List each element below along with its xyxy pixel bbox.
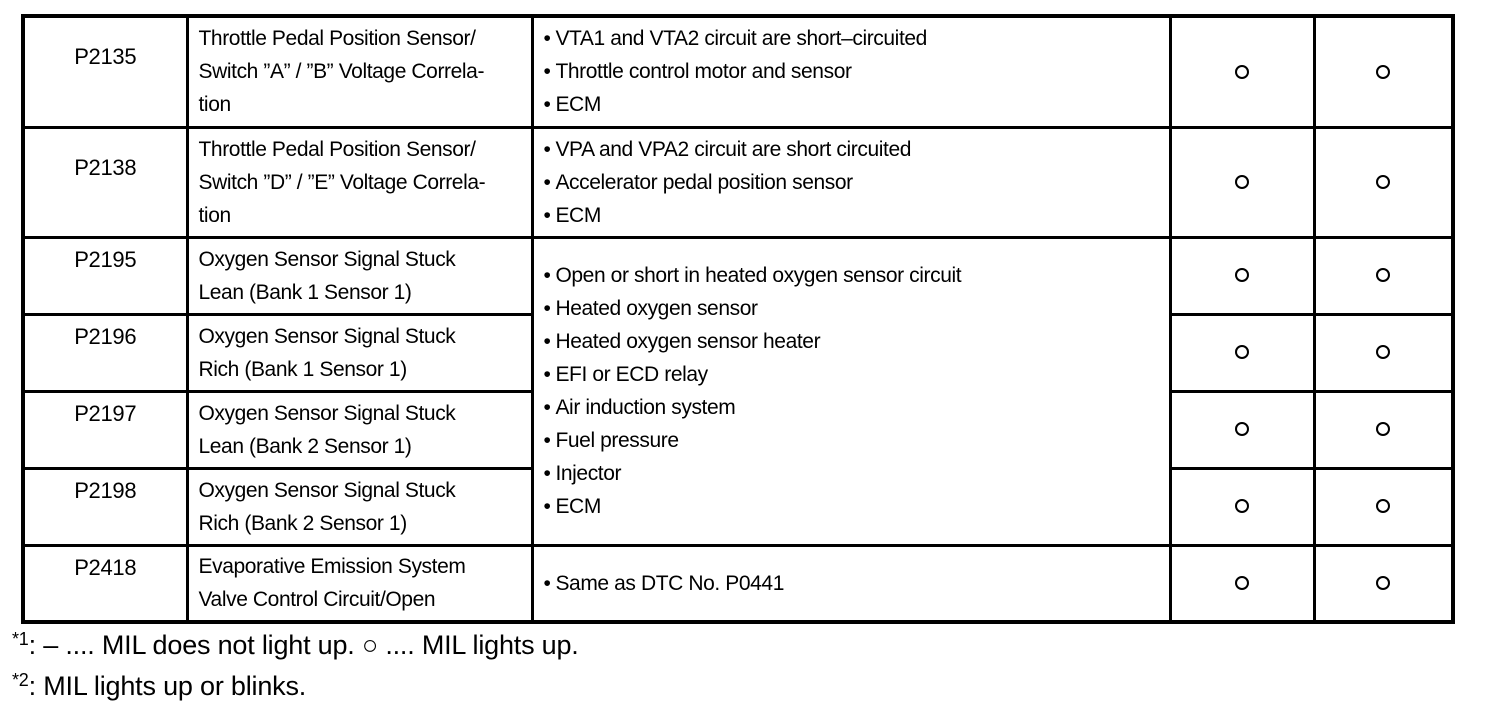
- trouble-area-item: Air induction system: [544, 391, 1165, 424]
- footnote-1: *1: – .... MIL does not light up. ○ ....…: [12, 626, 579, 667]
- trouble-area-item: Fuel pressure: [544, 424, 1165, 457]
- trouble-area-item: ECM: [544, 88, 1165, 121]
- detection-item-line: Throttle Pedal Position Sensor/: [198, 137, 476, 161]
- detection-item-line: tion: [198, 203, 232, 227]
- table-row-p2197: P2197 Oxygen Sensor Signal Stuck Lean (B…: [21, 389, 1455, 470]
- mil-on-circle-icon: [1376, 499, 1391, 514]
- mil-on-circle-icon: [1235, 422, 1249, 437]
- trouble-area-item: Injector: [544, 457, 1165, 490]
- mil-on-circle-icon: [1376, 268, 1391, 283]
- trouble-area-item: Open or short in heated oxygen sensor ci…: [544, 259, 1165, 292]
- mil-cell-2: [1312, 235, 1455, 316]
- table-row-p2196: P2196 Oxygen Sensor Signal Stuck Rich (B…: [21, 312, 1455, 393]
- trouble-area: VPA and VPA2 circuit are short circuited…: [530, 125, 1172, 239]
- trouble-area-shared: Open or short in heated oxygen sensor ci…: [530, 235, 1172, 547]
- detection-item: Oxygen Sensor Signal Stuck Rich (Bank 1 …: [185, 312, 534, 393]
- footnote-text: : – .... MIL does not light up. ○ .... M…: [28, 630, 579, 660]
- detection-item-line: Oxygen Sensor Signal Stuck: [198, 324, 456, 348]
- mil-on-circle-icon: [1376, 64, 1391, 79]
- dtc-code: P2138: [21, 125, 189, 239]
- mil-on-circle-icon: [1235, 499, 1249, 514]
- mil-on-circle-icon: [1235, 268, 1249, 283]
- mil-on-circle-icon: [1235, 576, 1249, 591]
- dtc-code: P2196: [21, 312, 189, 393]
- detection-item-line: Evaporative Emission System: [198, 555, 466, 579]
- mil-cell-2: [1312, 125, 1455, 239]
- mil-on-circle-icon: [1235, 345, 1249, 360]
- trouble-area-item: Heated oxygen sensor heater: [544, 325, 1165, 358]
- detection-item-line: Oxygen Sensor Signal Stuck: [198, 247, 456, 271]
- detection-item-line: Rich (Bank 1 Sensor 1): [198, 357, 408, 381]
- mil-cell-2: [1312, 312, 1455, 393]
- trouble-area-item: Throttle control motor and sensor: [544, 55, 1165, 88]
- detection-item: Evaporative Emission System Valve Contro…: [185, 543, 534, 624]
- mil-cell-1: [1168, 235, 1316, 316]
- detection-item: Throttle Pedal Position Sensor/ Switch ”…: [185, 125, 534, 239]
- footnote-marker: *2: [12, 670, 29, 690]
- mil-on-circle-icon: [1235, 64, 1249, 79]
- mil-on-circle-icon: [1376, 174, 1391, 189]
- table-row-p2198: P2198 Oxygen Sensor Signal Stuck Rich (B…: [21, 466, 1455, 547]
- table-row-p2418: P2418 Evaporative Emission System Valve …: [21, 543, 1455, 624]
- table-row-p2135: P2135 Throttle Pedal Position Sensor/ Sw…: [21, 14, 1455, 129]
- mil-on-circle-icon: [1376, 345, 1391, 360]
- mil-cell-2: [1312, 466, 1455, 547]
- mil-cell-1: [1168, 543, 1316, 624]
- footnote-2: *2: MIL lights up or blinks.: [12, 667, 579, 708]
- trouble-area-item: ECM: [544, 199, 1165, 232]
- trouble-area-item: EFI or ECD relay: [544, 358, 1165, 391]
- mil-cell-2: [1312, 543, 1455, 624]
- dtc-code: P2197: [21, 389, 189, 470]
- mil-cell-1: [1168, 466, 1316, 547]
- table-row-p2138: P2138 Throttle Pedal Position Sensor/ Sw…: [21, 125, 1455, 239]
- trouble-area-item: VPA and VPA2 circuit are short circuited: [544, 133, 1165, 166]
- trouble-area-item: VTA1 and VTA2 circuit are short–circuite…: [544, 22, 1165, 55]
- detection-item: Oxygen Sensor Signal Stuck Lean (Bank 2 …: [185, 389, 534, 470]
- mil-cell-1: [1168, 125, 1316, 239]
- detection-item-line: Switch ”A” / ”B” Voltage Correla-: [198, 60, 485, 84]
- mil-cell-1: [1168, 312, 1316, 393]
- trouble-area-item: ECM: [544, 490, 1165, 523]
- table-row-p2195: P2195 Oxygen Sensor Signal Stuck Lean (B…: [21, 235, 1455, 547]
- trouble-area-item: Heated oxygen sensor: [544, 292, 1165, 325]
- detection-item: Throttle Pedal Position Sensor/ Switch ”…: [185, 14, 534, 129]
- trouble-area: Same as DTC No. P0441: [530, 543, 1172, 624]
- detection-item-line: Lean (Bank 1 Sensor 1): [198, 280, 412, 304]
- trouble-area-item: Same as DTC No. P0441: [544, 567, 1165, 600]
- footnote-text: : MIL lights up or blinks.: [28, 671, 307, 701]
- detection-item: Oxygen Sensor Signal Stuck Lean (Bank 1 …: [185, 235, 534, 316]
- dtc-code: P2198: [21, 466, 189, 547]
- mil-cell-2: [1312, 389, 1455, 470]
- mil-cell-1: [1168, 389, 1316, 470]
- mil-cell-2: [1312, 14, 1455, 129]
- detection-item-line: Lean (Bank 2 Sensor 1): [198, 434, 412, 458]
- dtc-code: P2195: [21, 235, 189, 316]
- detection-item-line: Oxygen Sensor Signal Stuck: [198, 478, 456, 502]
- dtc-table: P2135 Throttle Pedal Position Sensor/ Sw…: [21, 14, 1455, 624]
- detection-item-line: Throttle Pedal Position Sensor/: [198, 27, 476, 51]
- mil-on-circle-icon: [1376, 422, 1391, 437]
- mil-on-circle-icon: [1376, 576, 1391, 591]
- detection-item-line: tion: [198, 93, 232, 117]
- detection-item: Oxygen Sensor Signal Stuck Rich (Bank 2 …: [185, 466, 534, 547]
- footnote-marker: *1: [12, 629, 29, 649]
- detection-item-line: Switch ”D” / ”E” Voltage Correla-: [198, 170, 486, 194]
- detection-item-line: Oxygen Sensor Signal Stuck: [198, 401, 456, 425]
- trouble-area: VTA1 and VTA2 circuit are short–circuite…: [530, 14, 1172, 129]
- dtc-code: P2418: [21, 543, 189, 624]
- detection-item-line: Valve Control Circuit/Open: [198, 588, 436, 612]
- detection-item-line: Rich (Bank 2 Sensor 1): [198, 511, 408, 535]
- dtc-code: P2135: [21, 14, 189, 129]
- mil-cell-1: [1168, 14, 1316, 129]
- trouble-area-item: Accelerator pedal position sensor: [544, 166, 1165, 199]
- footnotes: *1: – .... MIL does not light up. ○ ....…: [12, 626, 579, 708]
- mil-on-circle-icon: [1235, 174, 1249, 189]
